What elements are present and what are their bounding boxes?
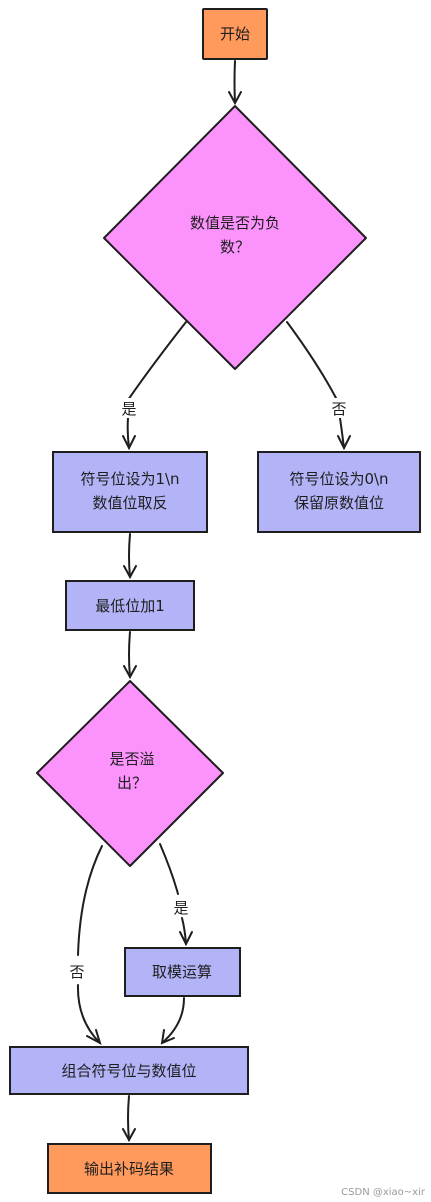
node-add-one-label: 最低位加1 (95, 597, 165, 615)
node-is-overflow: 是否溢 出？ (36, 680, 224, 867)
label-bg (168, 897, 194, 917)
node-take-modulo: 取模运算 (124, 947, 241, 997)
edge-modulo-to-combine (161, 997, 185, 1044)
edge-neg-to-add-one (128, 533, 131, 578)
arrowhead (122, 1128, 136, 1143)
arrowhead (160, 1029, 175, 1045)
arrowhead (228, 91, 242, 106)
arrowhead (122, 435, 136, 451)
edge-label-no-1: 否 (331, 400, 346, 418)
node-add-one: 最低位加1 (65, 580, 195, 631)
arrowhead (337, 435, 351, 451)
label-bg (116, 398, 142, 418)
edge-no-to-pos-branch (286, 321, 345, 449)
node-is-overflow-line2: 出？ (117, 774, 147, 792)
label-bg (326, 398, 352, 418)
node-pos-branch: 符号位设为0\n 保留原数值位 (257, 451, 421, 533)
node-output: 输出补码结果 (47, 1143, 212, 1194)
edge-add-one-to-overflow-check (128, 631, 131, 678)
edge-label-yes-1: 是 (121, 400, 136, 418)
node-pos-branch-line1: 符号位设为0\n (289, 470, 388, 488)
arrowhead (123, 565, 137, 580)
label-bg (64, 960, 90, 982)
watermark: CSDN @xiao~xir (341, 1187, 425, 1198)
edges (76, 60, 351, 1143)
node-neg-branch-line2: 数值位取反 (92, 494, 167, 512)
node-neg-branch-line1: 符号位设为1\n (80, 470, 179, 488)
node-is-negative-line2: 数？ (220, 238, 250, 256)
node-is-negative-line1: 数值是否为负 (190, 214, 280, 232)
edge-labels: 是 否 是 否 (64, 398, 352, 982)
edge-no-to-combine (76, 845, 103, 1044)
node-start: 开始 (202, 8, 268, 60)
edge-yes-to-modulo (159, 843, 187, 945)
arrowhead (179, 931, 193, 947)
node-neg-branch: 符号位设为1\n 数值位取反 (52, 451, 208, 533)
node-is-negative: 数值是否为负 数？ (103, 105, 367, 370)
node-combine: 组合符号位与数值位 (9, 1046, 249, 1095)
edge-label-no-2: 否 (69, 963, 84, 981)
node-start-label: 开始 (220, 25, 250, 43)
node-is-overflow-line1: 是否溢 (109, 750, 154, 768)
node-take-modulo-label: 取模运算 (152, 963, 212, 981)
edge-label-yes-2: 是 (173, 899, 188, 917)
edge-yes-to-neg-branch (126, 321, 187, 449)
node-combine-label: 组合符号位与数值位 (61, 1062, 196, 1080)
arrowhead (123, 665, 137, 680)
edge-start-to-negative-check (233, 60, 236, 104)
arrowhead (86, 1029, 102, 1046)
node-pos-branch-line2: 保留原数值位 (294, 494, 384, 512)
edge-combine-to-output (127, 1095, 130, 1141)
node-output-label: 输出补码结果 (84, 1160, 174, 1178)
